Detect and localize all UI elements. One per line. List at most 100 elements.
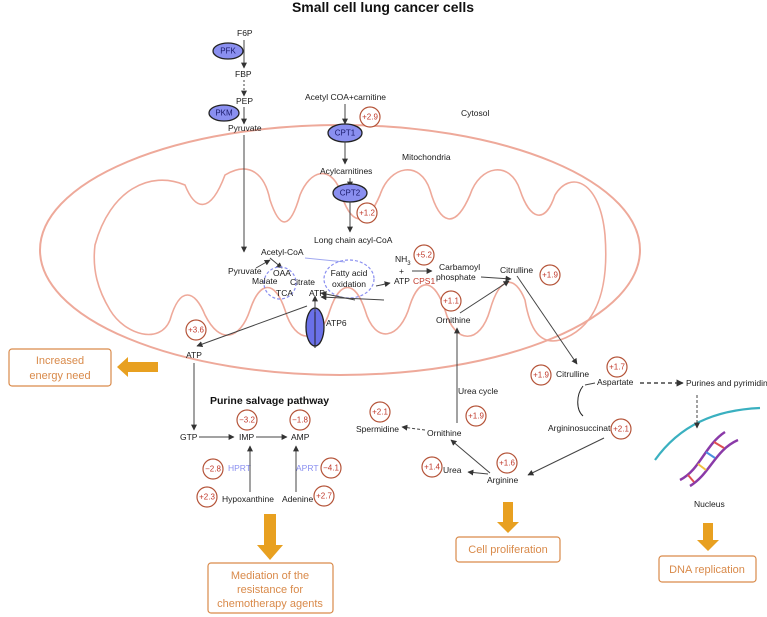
value-imp: −3.2 — [236, 409, 258, 431]
cpt1-enzyme: CPT1 — [327, 123, 363, 143]
arginine-label: Arginine — [487, 475, 518, 485]
increased-energy-box: Increased energy need — [8, 348, 112, 387]
tca-cycle-ring — [263, 266, 297, 300]
purine-salvage-label: Purine salvage pathway — [210, 395, 329, 407]
purines-pyrimidines-label: Purines and pyrimidines — [686, 378, 767, 388]
value-cps1: +5.2 — [413, 244, 435, 266]
svg-text:CPT2: CPT2 — [340, 189, 361, 198]
cytosol-label: Cytosol — [461, 108, 489, 118]
carbamoyl-label-2: phosphate — [436, 272, 476, 282]
value-cpt1: +2.9 — [359, 106, 381, 128]
svg-text:+1.7: +1.7 — [609, 363, 625, 372]
amp-label: AMP — [291, 432, 310, 442]
aprt-label: APRT — [296, 463, 319, 473]
citrulline-mito-label: Citrulline — [500, 265, 533, 275]
svg-text:chemotherapy agents: chemotherapy agents — [217, 598, 323, 610]
urea-cycle-branch — [577, 385, 584, 417]
nuclear-membrane-arc — [654, 406, 761, 461]
acetyl-coa-carnitine-label: Acetyl COA+carnitine — [305, 92, 386, 102]
svg-text:+1.4: +1.4 — [424, 463, 440, 472]
atp-cps-label: ATP — [394, 276, 410, 286]
urea-label: Urea — [443, 465, 462, 475]
fatty-acid-oxidation-label-1: Fatty acid — [331, 268, 368, 278]
tca-label: TCA — [276, 288, 293, 298]
svg-text:+1.9: +1.9 — [533, 371, 549, 380]
svg-text:+5.2: +5.2 — [416, 251, 432, 260]
svg-text:−2.8: −2.8 — [205, 465, 221, 474]
pep-label: PEP — [236, 96, 253, 106]
svg-text:PFK: PFK — [220, 47, 236, 56]
atp-mito-label: ATP — [309, 288, 325, 298]
svg-text:+2.9: +2.9 — [362, 113, 378, 122]
svg-text:−4.1: −4.1 — [323, 464, 339, 473]
svg-text:energy need: energy need — [29, 370, 90, 382]
mitochondrion — [39, 124, 641, 376]
oaa-label: OAA — [273, 268, 291, 278]
long-chain-acyl-coa-label: Long chain acyl-CoA — [314, 235, 393, 245]
pyruvate-mito-label: Pyruvate — [228, 266, 262, 276]
svg-text:Mediation of the: Mediation of the — [231, 570, 309, 582]
ornithine-mito-label: Ornithine — [436, 315, 471, 325]
svg-text:+2.1: +2.1 — [613, 425, 629, 434]
atp6-label: ATP6 — [326, 318, 347, 328]
value-urea: +1.4 — [421, 456, 443, 478]
value-amp: −1.8 — [289, 409, 311, 431]
pyruvate-top-label: Pyruvate — [228, 123, 262, 133]
value-hprt: −2.8 — [202, 458, 224, 480]
nucleus-label: Nucleus — [694, 499, 725, 509]
value-spermidine: +2.1 — [369, 401, 391, 423]
atp-cyto-label: ATP — [186, 350, 202, 360]
value-argininosuccinate: +2.1 — [610, 418, 632, 440]
diagram-title: Small cell lung cancer cells — [292, 0, 474, 15]
value-aprt: −4.1 — [320, 457, 342, 479]
pkm-enzyme: PKM — [208, 104, 240, 122]
dna-icon — [679, 430, 739, 488]
hypoxanthine-label: Hypoxanthine — [222, 494, 274, 504]
citrulline-cyto-label: Citrulline — [556, 369, 589, 379]
dna-outcome-arrow — [697, 523, 719, 551]
value-citrulline-mito: +1.9 — [539, 264, 561, 286]
svg-text:CPT1: CPT1 — [335, 129, 356, 138]
proliferation-outcome-arrow — [497, 502, 519, 533]
carbamoyl-label-1: Carbamoyl — [439, 262, 480, 272]
acetyl-coa-label: Acetyl-CoA — [261, 247, 304, 257]
fatty-acid-oxidation-ring — [323, 259, 375, 299]
svg-text:DNA replication: DNA replication — [669, 564, 745, 576]
aspartate-label: Aspartate — [597, 377, 634, 387]
svg-text:+3.6: +3.6 — [188, 326, 204, 335]
value-arginine: +1.6 — [496, 452, 518, 474]
svg-text:+1.6: +1.6 — [499, 459, 515, 468]
resistance-box: Mediation of the resistance for chemothe… — [207, 562, 334, 614]
energy-outcome-arrow — [117, 357, 158, 377]
svg-text:+1.2: +1.2 — [359, 209, 375, 218]
cps1-label: CPS1 — [413, 276, 435, 286]
svg-text:+1.9: +1.9 — [542, 271, 558, 280]
svg-text:−1.8: −1.8 — [292, 416, 308, 425]
resistance-outcome-arrow — [257, 514, 283, 560]
svg-text:+2.1: +2.1 — [372, 408, 388, 417]
adenine-label: Adenine — [282, 494, 313, 504]
value-ornithine-cyto: +1.9 — [465, 405, 487, 427]
value-citrulline-cyto: +1.9 — [530, 364, 552, 386]
svg-text:+2.3: +2.3 — [199, 493, 215, 502]
fbp-label: FBP — [235, 69, 252, 79]
urea-cycle-label: Urea cycle — [458, 386, 498, 396]
fatty-acid-oxidation-label-2: oxidation — [332, 279, 366, 289]
f6p-label: F6P — [237, 28, 253, 38]
svg-text:resistance for: resistance for — [237, 584, 303, 596]
svg-text:+2.7: +2.7 — [316, 492, 332, 501]
pfk-enzyme: PFK — [212, 42, 244, 60]
acylcarnitines-label: Acylcarnitines — [320, 166, 372, 176]
value-hypoxanthine: +2.3 — [196, 486, 218, 508]
svg-text:−3.2: −3.2 — [239, 416, 255, 425]
svg-text:PKM: PKM — [215, 109, 233, 118]
gtp-label: GTP — [180, 432, 198, 442]
value-adenine: +2.7 — [313, 485, 335, 507]
svg-text:Increased: Increased — [36, 355, 84, 367]
value-ornithine-mito: +1.1 — [440, 290, 462, 312]
value-aspartate: +1.7 — [606, 356, 628, 378]
mitochondria-label: Mitochondria — [402, 152, 451, 162]
svg-text:+1.1: +1.1 — [443, 297, 459, 306]
citrate-label: Citrate — [290, 277, 315, 287]
cpt2-enzyme: CPT2 — [332, 183, 368, 203]
